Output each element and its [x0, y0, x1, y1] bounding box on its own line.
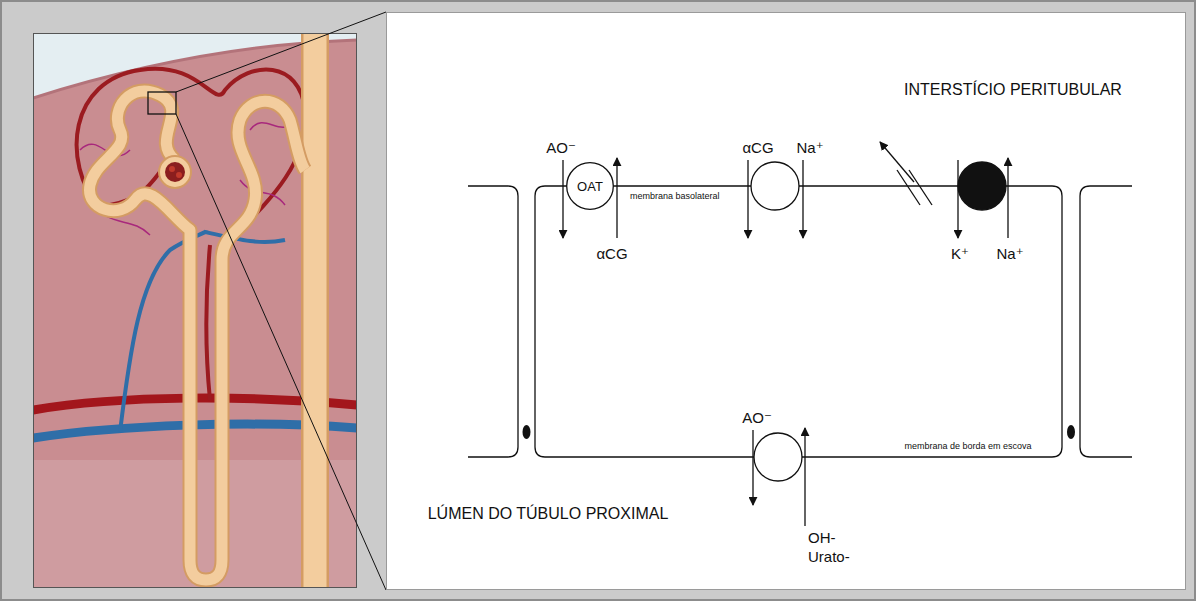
ion-label: αCG: [740, 140, 775, 157]
zoom-line: [176, 114, 386, 590]
vasa-recta: [206, 245, 210, 400]
ion-label: Urato-: [806, 549, 852, 566]
collecting-duct: [304, 33, 327, 588]
ion-label: Na⁺: [994, 246, 1025, 263]
transporter-name: OAT: [566, 162, 614, 210]
flux-arrow: [1007, 158, 1008, 238]
bowman-capsule: [159, 156, 191, 188]
neighbor-cell: [1080, 186, 1132, 457]
flux-arrow: [804, 428, 805, 526]
ion-label: K⁺: [949, 246, 971, 263]
flux-arrow: [747, 160, 748, 238]
zoom-box: [148, 92, 176, 114]
cell-membranes: [468, 186, 1132, 457]
channel-symbol: [897, 170, 920, 205]
flux-arrow: [562, 160, 563, 238]
ion-label: OH-: [806, 530, 838, 547]
kidney-illustration: [33, 33, 357, 588]
flux-arrow: [616, 158, 617, 238]
transporter-circle: OAT: [566, 162, 614, 210]
transporter-outline: [567, 163, 614, 210]
neighbor-cell: [468, 186, 518, 457]
flux-arrow: [752, 430, 753, 505]
vein-branch: [120, 232, 285, 432]
ion-label: Na⁺: [794, 140, 825, 157]
apical-exchanger: [754, 433, 802, 481]
tight-junction: [1067, 425, 1075, 439]
ion-label: αCG: [594, 246, 629, 263]
illustration-frame: [34, 34, 357, 588]
collecting-duct-outline: [301, 33, 329, 588]
membrane-label: membrana de borda em escova: [902, 442, 1033, 452]
flux-arrow: [957, 160, 958, 238]
region-label: LÚMEN DO TÚBULO PROXIMAL: [426, 505, 671, 523]
detail-panel: [387, 13, 1186, 590]
transport-arrows: [563, 142, 1008, 526]
channel-symbol: [909, 170, 932, 205]
tubule-cell: [535, 186, 1062, 457]
flux-arrow: [802, 160, 803, 238]
tight-junction: [523, 425, 531, 439]
zoom-line: [176, 12, 386, 92]
na-k-pump: [958, 162, 1006, 210]
region-label: INTERSTÍCIO PERITUBULAR: [902, 81, 1124, 99]
channel-arrow: [880, 142, 914, 182]
nephron-tubule-outline: [90, 91, 305, 580]
ion-label: AO⁻: [544, 140, 578, 157]
ion-label: AO⁻: [740, 410, 774, 427]
glomerulus-loop: [169, 166, 175, 172]
glomerulus-loop: [176, 172, 182, 178]
nephron-tubule: [90, 91, 305, 580]
glomerulus: [165, 162, 185, 182]
cotransporter: [751, 162, 799, 210]
kidney-tissue: [33, 33, 357, 588]
membrane-label: membrana basolateral: [628, 192, 722, 202]
